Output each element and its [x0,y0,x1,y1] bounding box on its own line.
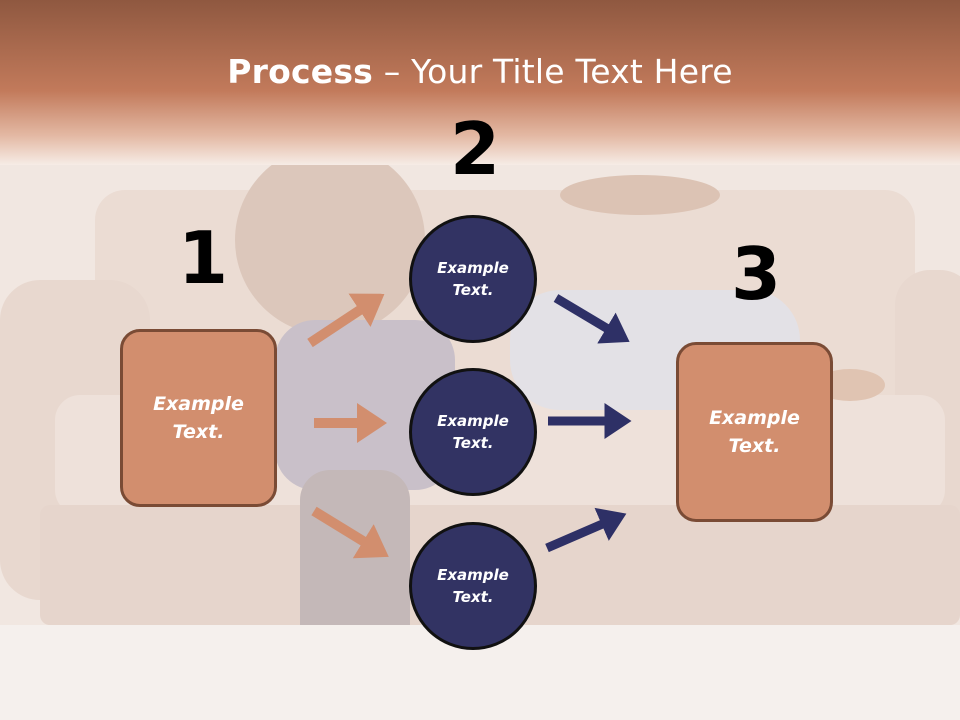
step-1-number: 1 [178,216,229,300]
step-2-circle-middle: Example Text. [409,368,537,496]
step-3-number: 3 [731,232,782,316]
step-1-box: Example Text. [120,329,277,507]
arrow-from-top-circle [553,294,630,344]
step-2-circle-top: Example Text. [409,215,537,343]
step-2-circle-bottom: Example Text. [409,522,537,650]
arrow-from-bottom-circle [545,507,627,553]
step-2-number: 2 [450,107,501,191]
title-rest: – Your Title Text Here [373,52,733,91]
slide-title: Process – Your Title Text Here [0,52,960,91]
arrow-to-bottom-circle [311,506,389,559]
step-3-box: Example Text. [676,342,833,522]
title-bold: Process [227,52,374,91]
arrow-to-top-circle [307,293,385,348]
